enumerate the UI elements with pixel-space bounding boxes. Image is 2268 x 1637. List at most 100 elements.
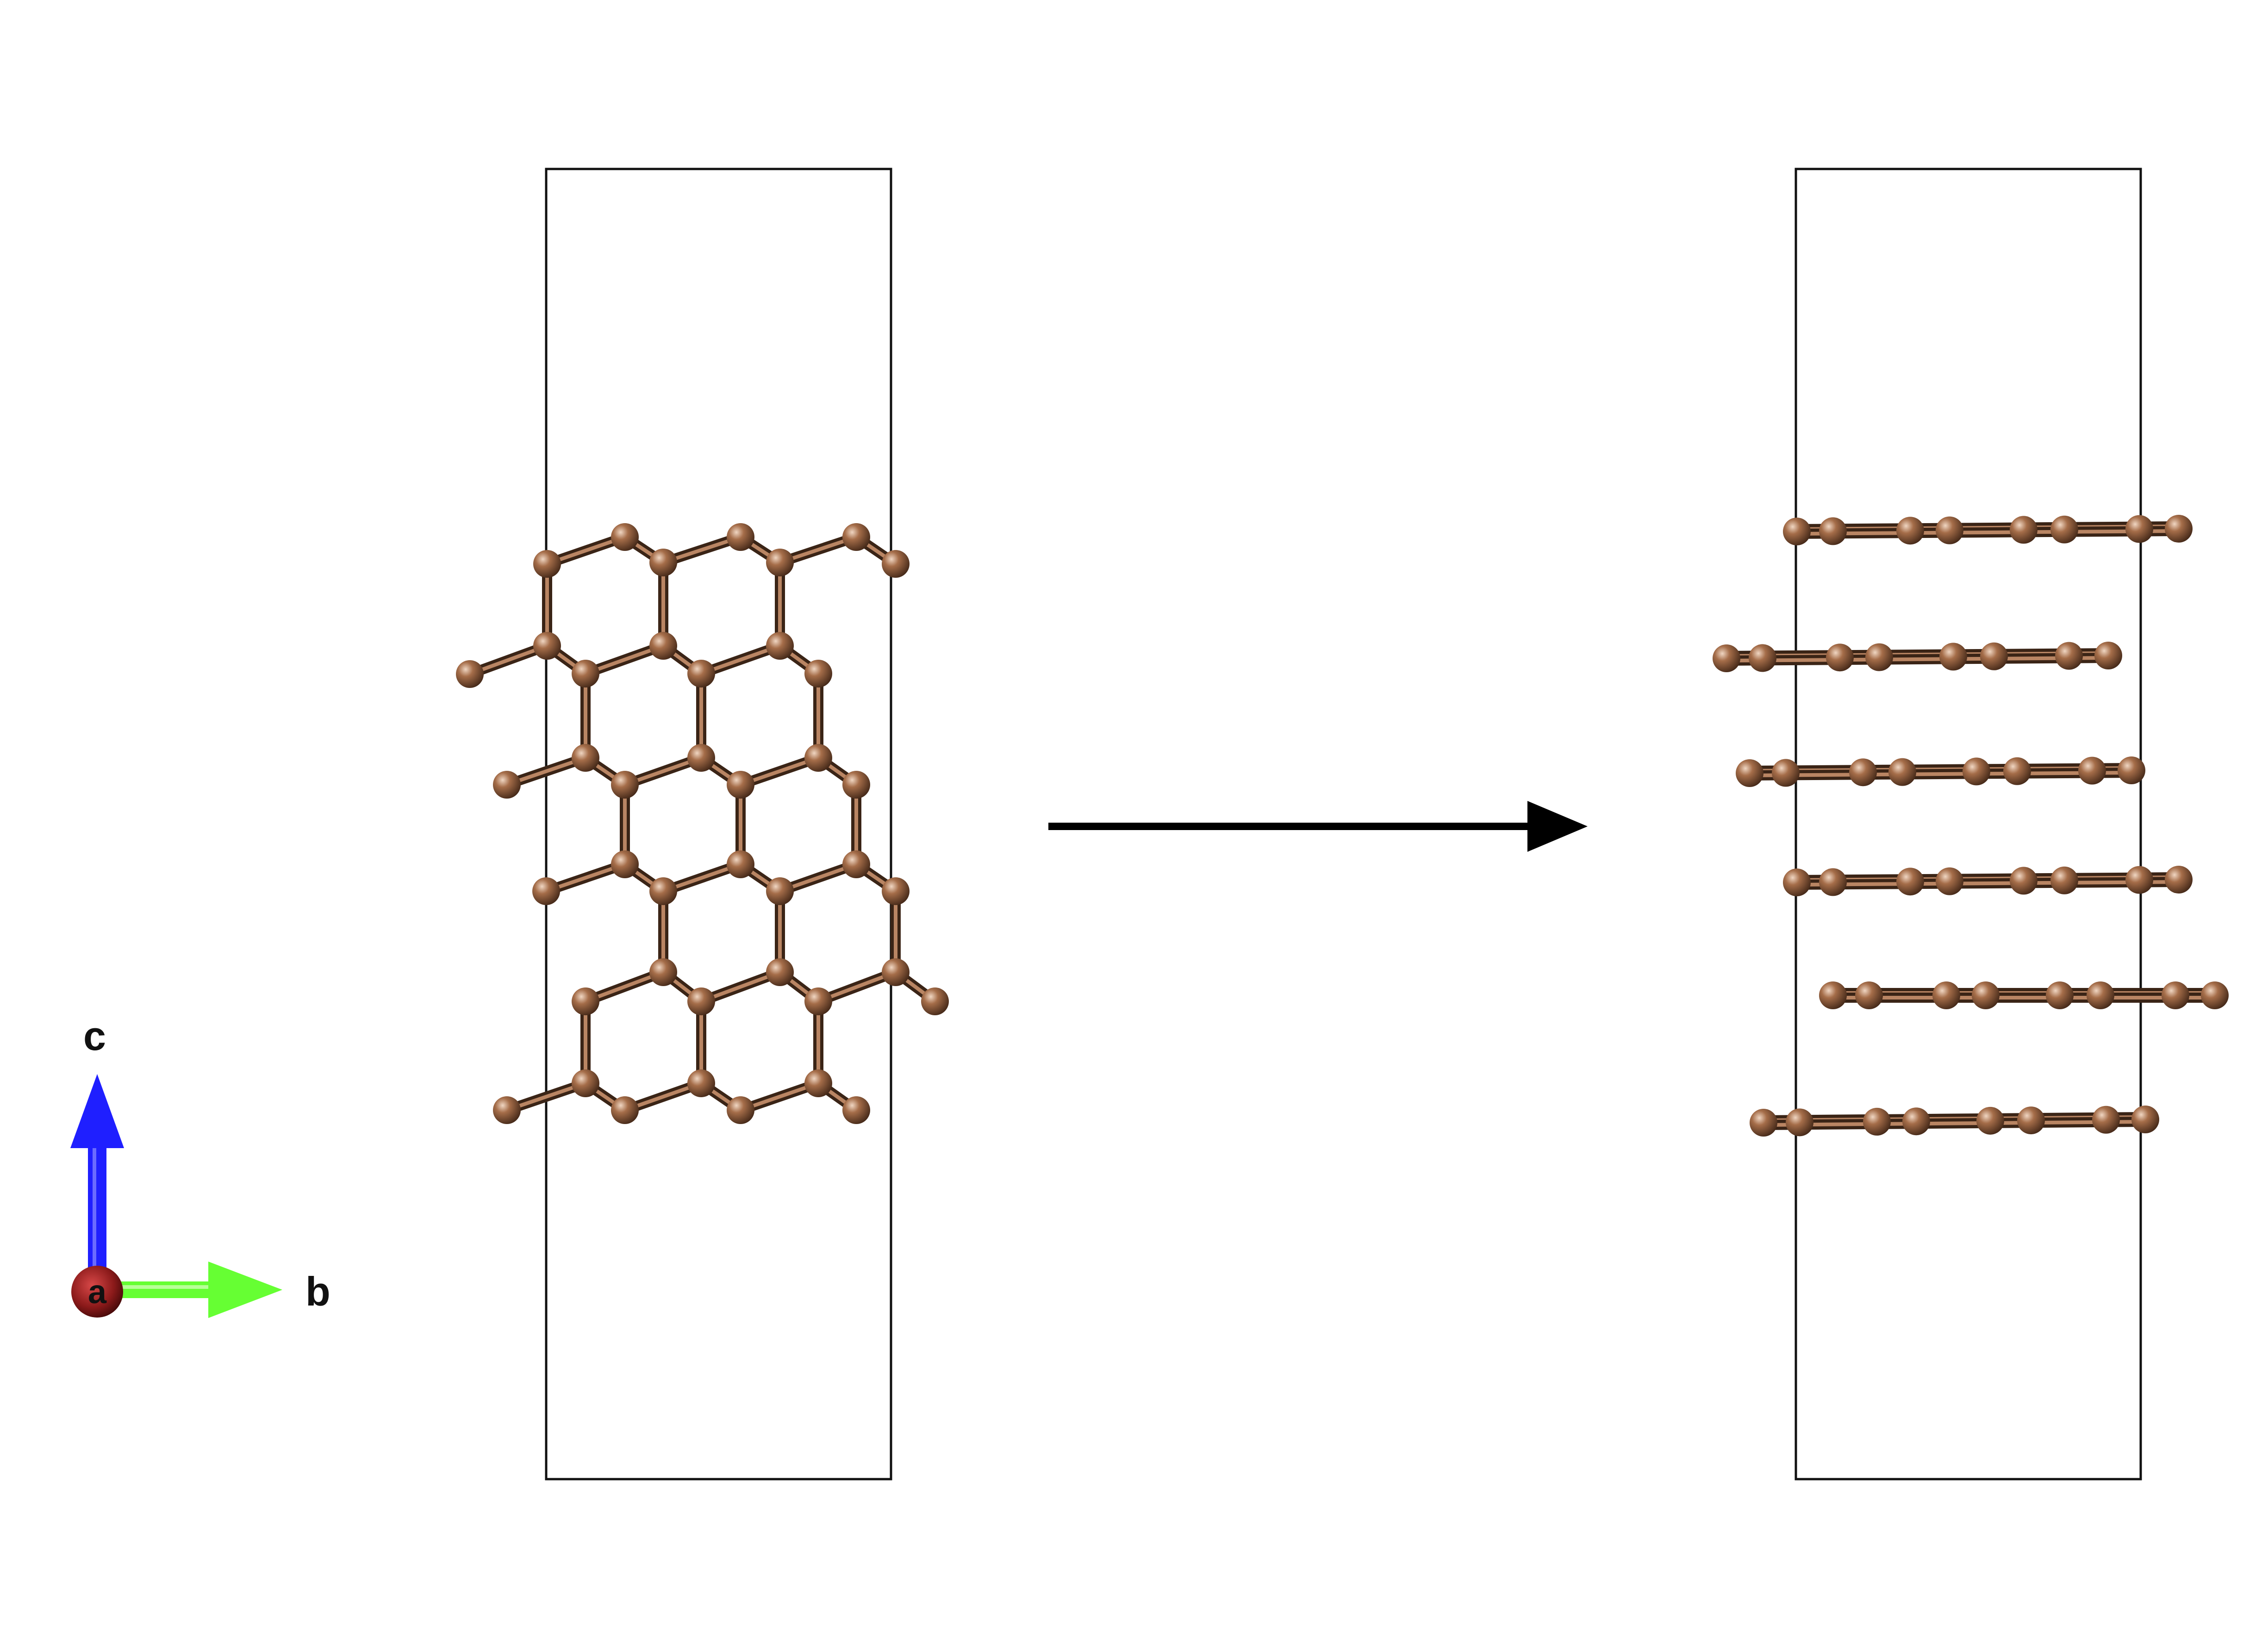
left-atom [766, 632, 794, 660]
right-atom [1772, 759, 1800, 787]
right-atom [1963, 757, 1990, 786]
axis-b-label: b [305, 1268, 330, 1314]
right-unit-cell [1794, 168, 2142, 1481]
right-atom [1855, 981, 1883, 1009]
left-atom [804, 987, 832, 1015]
right-atom [2017, 1106, 2045, 1135]
right-atom [1980, 642, 2008, 670]
left-atom [882, 877, 910, 905]
right-atoms [1713, 515, 2229, 1137]
right-atom [2094, 642, 2122, 669]
a-axis-marker [71, 1266, 123, 1318]
right-atom [1865, 643, 1893, 671]
left-unit-cell [545, 168, 892, 1481]
right-atom [1736, 759, 1763, 787]
right-atom [1896, 517, 1924, 545]
right-atom [1849, 758, 1877, 787]
right-atom [2162, 981, 2189, 1009]
left-atom [804, 1069, 832, 1097]
right-atom [1783, 518, 1811, 545]
left-atom [611, 850, 639, 878]
axis-a-label: a [88, 1274, 107, 1311]
left-atom [687, 1069, 715, 1097]
left-atom [804, 660, 832, 687]
left-atom [611, 523, 639, 551]
left-atom [842, 1096, 870, 1124]
left-atom [687, 987, 715, 1015]
left-atom [882, 550, 910, 578]
left-atom [572, 744, 599, 772]
left-atom [842, 771, 870, 799]
left-atom [649, 632, 677, 660]
right-atom [2050, 866, 2078, 894]
right-atom [1936, 867, 1963, 895]
right-atom [1749, 644, 1776, 672]
left-atom [572, 987, 599, 1015]
right-atom [2131, 1106, 2159, 1133]
left-atom [572, 660, 599, 687]
left-atom [804, 744, 832, 772]
left-atom [766, 877, 794, 905]
right-atom [1939, 643, 1967, 671]
right-atom [1713, 644, 1740, 672]
right-atom [2125, 866, 2153, 894]
right-atom [2165, 515, 2193, 543]
right-atom [1819, 981, 1847, 1009]
right-atom [1783, 868, 1811, 896]
right-atom [2165, 866, 2193, 893]
left-bond-highlight [699, 644, 782, 675]
left-atom [882, 958, 910, 986]
left-atom [727, 523, 754, 551]
right-atom [2078, 756, 2106, 785]
right-atom [1932, 981, 1960, 1009]
left-atom [493, 771, 521, 799]
right-atom [2050, 515, 2078, 544]
left-atom [842, 523, 870, 551]
left-atom [727, 1096, 754, 1124]
left-atom [766, 549, 794, 576]
arrow-head [1527, 801, 1588, 852]
right-atom [2201, 981, 2229, 1009]
left-atom [766, 958, 794, 986]
right-atom [1819, 868, 1847, 896]
right-atom [2010, 867, 2037, 895]
right-atom [2046, 981, 2074, 1009]
right-atom [2092, 1106, 2120, 1134]
b-axis-arrow [111, 1262, 282, 1318]
left-bonds [465, 532, 940, 1115]
right-atom [1750, 1109, 1777, 1137]
right-atom [1826, 644, 1854, 672]
right-atom [1888, 758, 1916, 786]
right-atom [2125, 515, 2153, 543]
left-atom [611, 771, 639, 799]
right-atom [1936, 516, 1963, 544]
left-bond-highlight [699, 970, 782, 1003]
right-atom [1863, 1107, 1891, 1136]
right-structure [1713, 168, 2229, 1481]
right-atom [1902, 1107, 1930, 1136]
transformation-arrow [1048, 801, 1588, 852]
left-atom [533, 550, 561, 578]
axis-c-label: c [83, 1013, 106, 1059]
right-atom [2118, 756, 2145, 784]
left-atom [649, 877, 677, 905]
left-atom [611, 1096, 639, 1124]
left-atom [649, 549, 677, 576]
right-atom [1786, 1108, 1813, 1137]
left-atom [842, 850, 870, 878]
axis-triad: a b c [70, 1013, 330, 1318]
left-atom [727, 771, 754, 799]
left-atom [533, 632, 561, 660]
right-atom [2055, 642, 2083, 670]
right-atom [1972, 981, 2000, 1009]
left-atom [456, 660, 484, 688]
right-atom [1819, 517, 1847, 545]
left-atom [532, 877, 560, 905]
left-atom [687, 744, 715, 772]
left-atom [727, 850, 754, 878]
right-atom [2003, 757, 2031, 785]
right-atom [1976, 1106, 2004, 1135]
right-atom [2087, 981, 2114, 1009]
left-atom [921, 987, 949, 1015]
